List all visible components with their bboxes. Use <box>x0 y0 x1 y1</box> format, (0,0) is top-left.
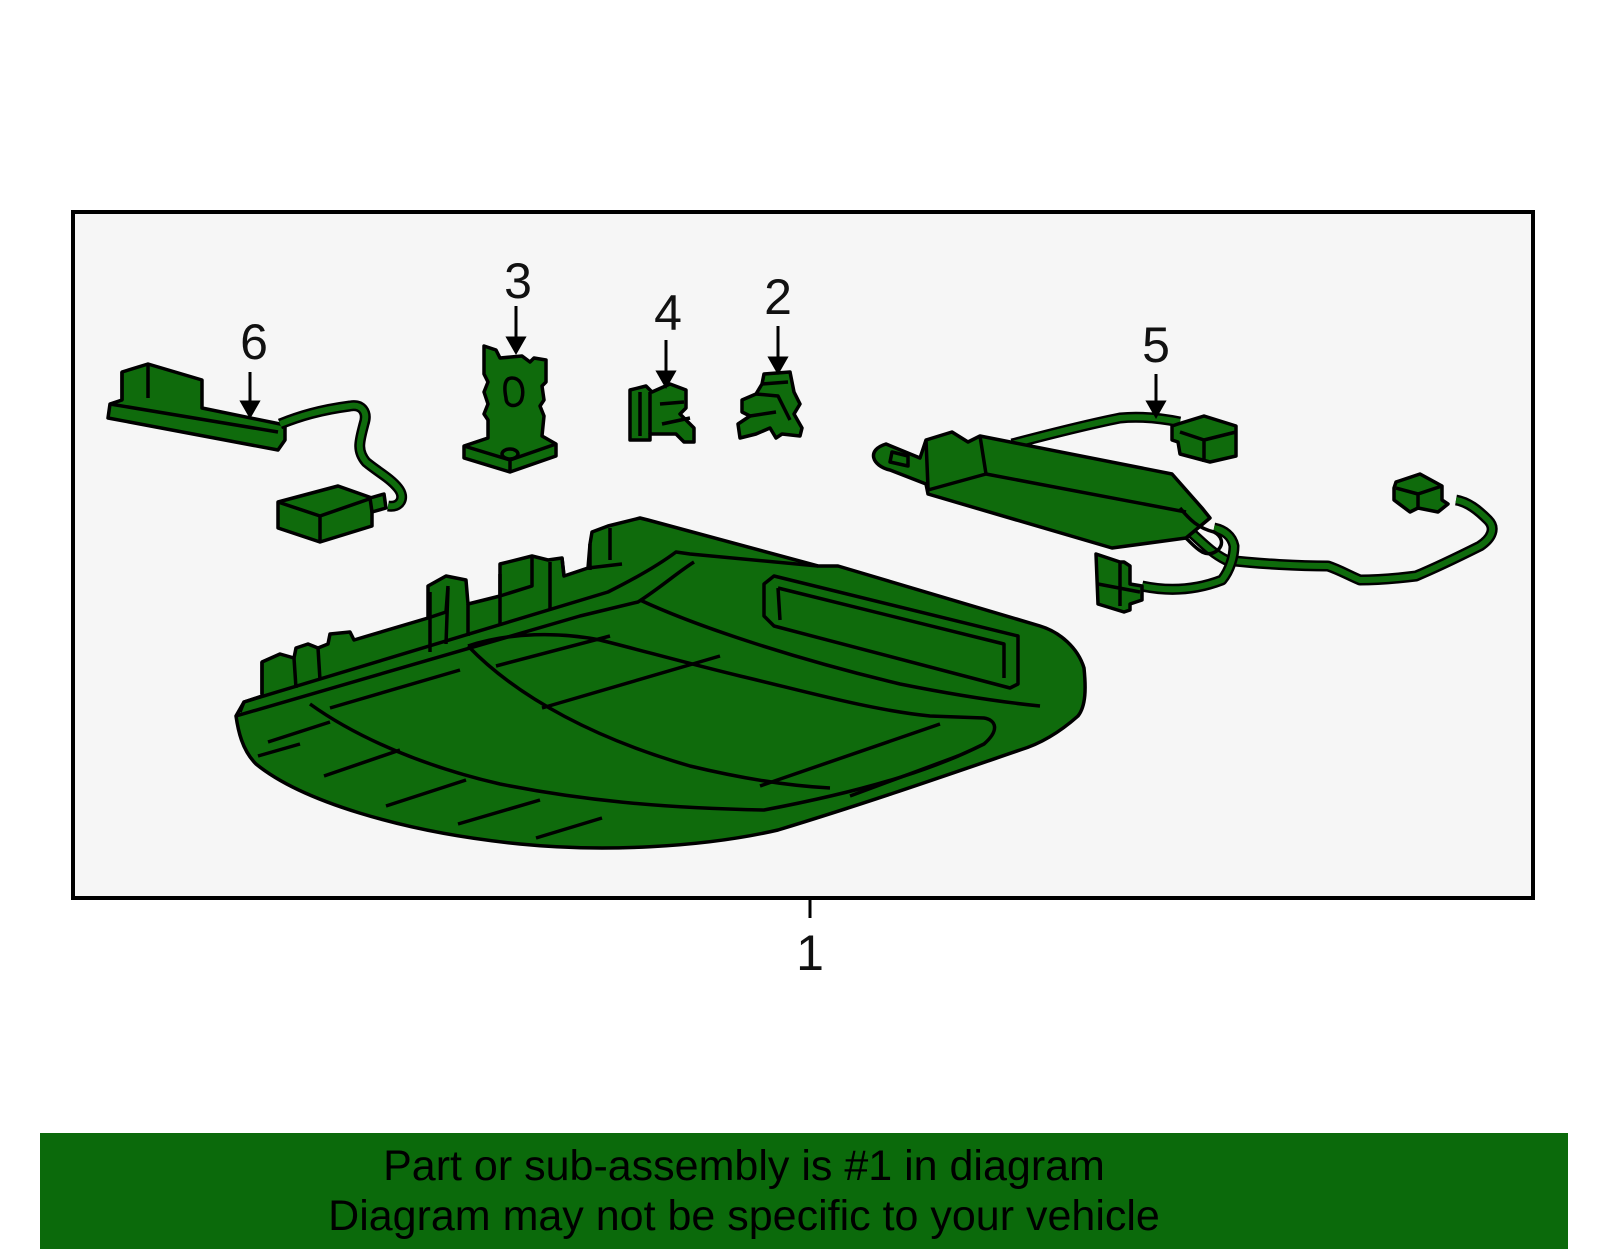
part-5-harness <box>871 411 1498 614</box>
part-4-clip <box>628 382 696 444</box>
arrowhead-6 <box>239 400 261 420</box>
callout-1: 1 <box>796 925 824 981</box>
callout-arrows <box>239 306 1167 420</box>
callout-6: 6 <box>240 314 268 370</box>
arrowhead-4 <box>655 370 677 390</box>
part-1-console <box>234 516 1087 850</box>
callout-3: 3 <box>504 253 532 309</box>
callout-5: 5 <box>1142 317 1170 373</box>
info-banner: Part or sub-assembly is #1 in diagram Di… <box>40 1133 1568 1249</box>
callout-2: 2 <box>764 269 792 325</box>
part-3-bracket <box>462 344 558 474</box>
arrowhead-5 <box>1145 400 1167 420</box>
banner-line-2: Diagram may not be specific to your vehi… <box>328 1192 1160 1240</box>
arrowhead-3 <box>505 336 527 356</box>
part-6-harness <box>106 362 408 544</box>
part-2-retainer <box>736 370 804 440</box>
banner-line-1: Part or sub-assembly is #1 in diagram <box>383 1142 1105 1190</box>
callout-4: 4 <box>654 285 682 341</box>
arrowhead-2 <box>767 356 789 376</box>
